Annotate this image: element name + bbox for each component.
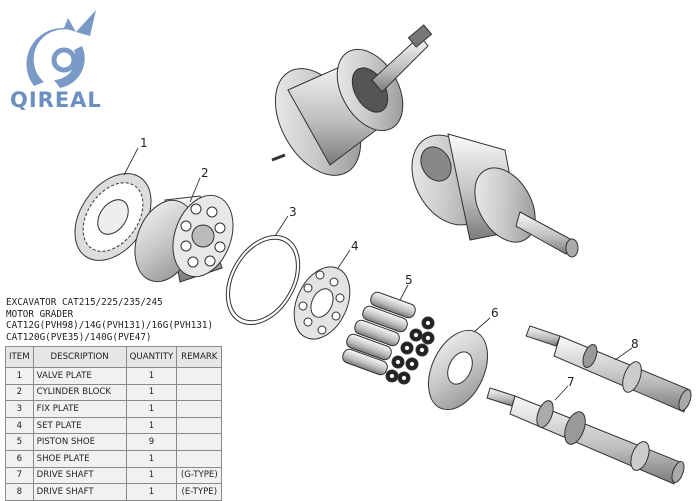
part-piston-shoes [342, 291, 435, 385]
cell-remark [176, 449, 223, 468]
table-row: 1 VALVE PLATE 1 [5, 367, 223, 385]
table-row: 3 FIX PLATE 1 [5, 400, 223, 418]
assembled-pump-right [411, 133, 579, 258]
cell-description: SET PLATE [32, 416, 127, 435]
callout-3: 3 [289, 205, 297, 219]
part-cylinder-block [134, 194, 234, 283]
cell-remark [176, 433, 223, 451]
cell-remark: (G-TYPE) [176, 466, 223, 485]
callout-7: 7 [567, 375, 575, 389]
cell-remark [176, 383, 223, 402]
cell-quantity: 1 [125, 383, 178, 402]
cell-remark [176, 416, 223, 435]
cell-quantity: 1 [125, 483, 178, 501]
callout-4: 4 [351, 239, 359, 253]
cell-remark [176, 400, 223, 418]
cell-item: 2 [5, 383, 34, 402]
cell-remark: (E-TYPE) [176, 483, 223, 501]
cell-description: CYLINDER BLOCK [32, 383, 127, 402]
callout-2: 2 [201, 166, 209, 180]
table-row: 4 SET PLATE 1 [5, 416, 223, 435]
cell-item: 3 [5, 400, 34, 418]
table-row: 2 CYLINDER BLOCK 1 [5, 383, 223, 402]
callout-1: 1 [140, 136, 148, 150]
brand-logo-text: QIREAL [10, 88, 102, 112]
cell-item: 8 [5, 483, 34, 501]
cell-item: 4 [5, 416, 34, 435]
table-row: 7 DRIVE SHAFT 1 (G-TYPE) [5, 466, 223, 485]
cell-quantity: 1 [125, 416, 178, 435]
callout-leaders [123, 147, 633, 401]
cell-item: 6 [5, 449, 34, 468]
part-fix-plate [225, 234, 301, 326]
table-row: 8 DRIVE SHAFT 1 (E-TYPE) [5, 483, 223, 501]
cell-description: FIX PLATE [32, 400, 127, 418]
parts-table: ITEM DESCRIPTION QUANTITY REMARK 1 VALVE… [5, 346, 223, 501]
table-row: 5 PISTON SHOE 9 [5, 433, 223, 451]
part-valve-plate [74, 173, 152, 261]
note-line: MOTOR GRADER [6, 308, 74, 320]
cell-remark [176, 367, 223, 385]
brand-logo-icon [26, 10, 96, 88]
header-remark: REMARK [176, 346, 223, 368]
table-row: 6 SHOE PLATE 1 [5, 449, 223, 468]
callout-8: 8 [631, 337, 639, 351]
cell-quantity: 1 [125, 449, 178, 468]
cell-description: PISTON SHOE [32, 433, 127, 451]
header-description: DESCRIPTION [32, 346, 127, 368]
cell-quantity: 9 [125, 433, 178, 451]
callout-6: 6 [491, 306, 499, 320]
cell-description: SHOE PLATE [32, 449, 127, 468]
cell-quantity: 1 [125, 367, 178, 385]
cell-item: 5 [5, 433, 34, 451]
callout-5: 5 [405, 273, 413, 287]
cell-description: DRIVE SHAFT [32, 483, 127, 501]
application-notes: EXCAVATOR CAT215/225/235/245 MOTOR GRADE… [6, 297, 213, 343]
part-drive-shaft-g-type [486, 387, 685, 485]
cell-quantity: 1 [125, 466, 178, 485]
cell-quantity: 1 [125, 400, 178, 418]
header-quantity: QUANTITY [125, 346, 178, 368]
table-header-row: ITEM DESCRIPTION QUANTITY REMARK [5, 346, 223, 368]
part-drive-shaft-e-type [525, 325, 692, 413]
assembled-pump-top [271, 24, 433, 176]
cell-description: DRIVE SHAFT [32, 466, 127, 485]
header-item: ITEM [5, 346, 34, 368]
note-line: EXCAVATOR CAT215/225/235/245 [6, 297, 163, 308]
part-shoe-plate [427, 329, 489, 411]
cell-item: 7 [5, 466, 34, 485]
note-line: CAT120G(PVE35)/140G(PVE47) [6, 331, 152, 343]
cell-description: VALVE PLATE [32, 367, 127, 385]
cell-item: 1 [5, 367, 34, 385]
note-line: CAT12G(PVH98)/14G(PVH131)/16G(PVH131) [6, 320, 214, 332]
part-set-plate [293, 266, 351, 340]
